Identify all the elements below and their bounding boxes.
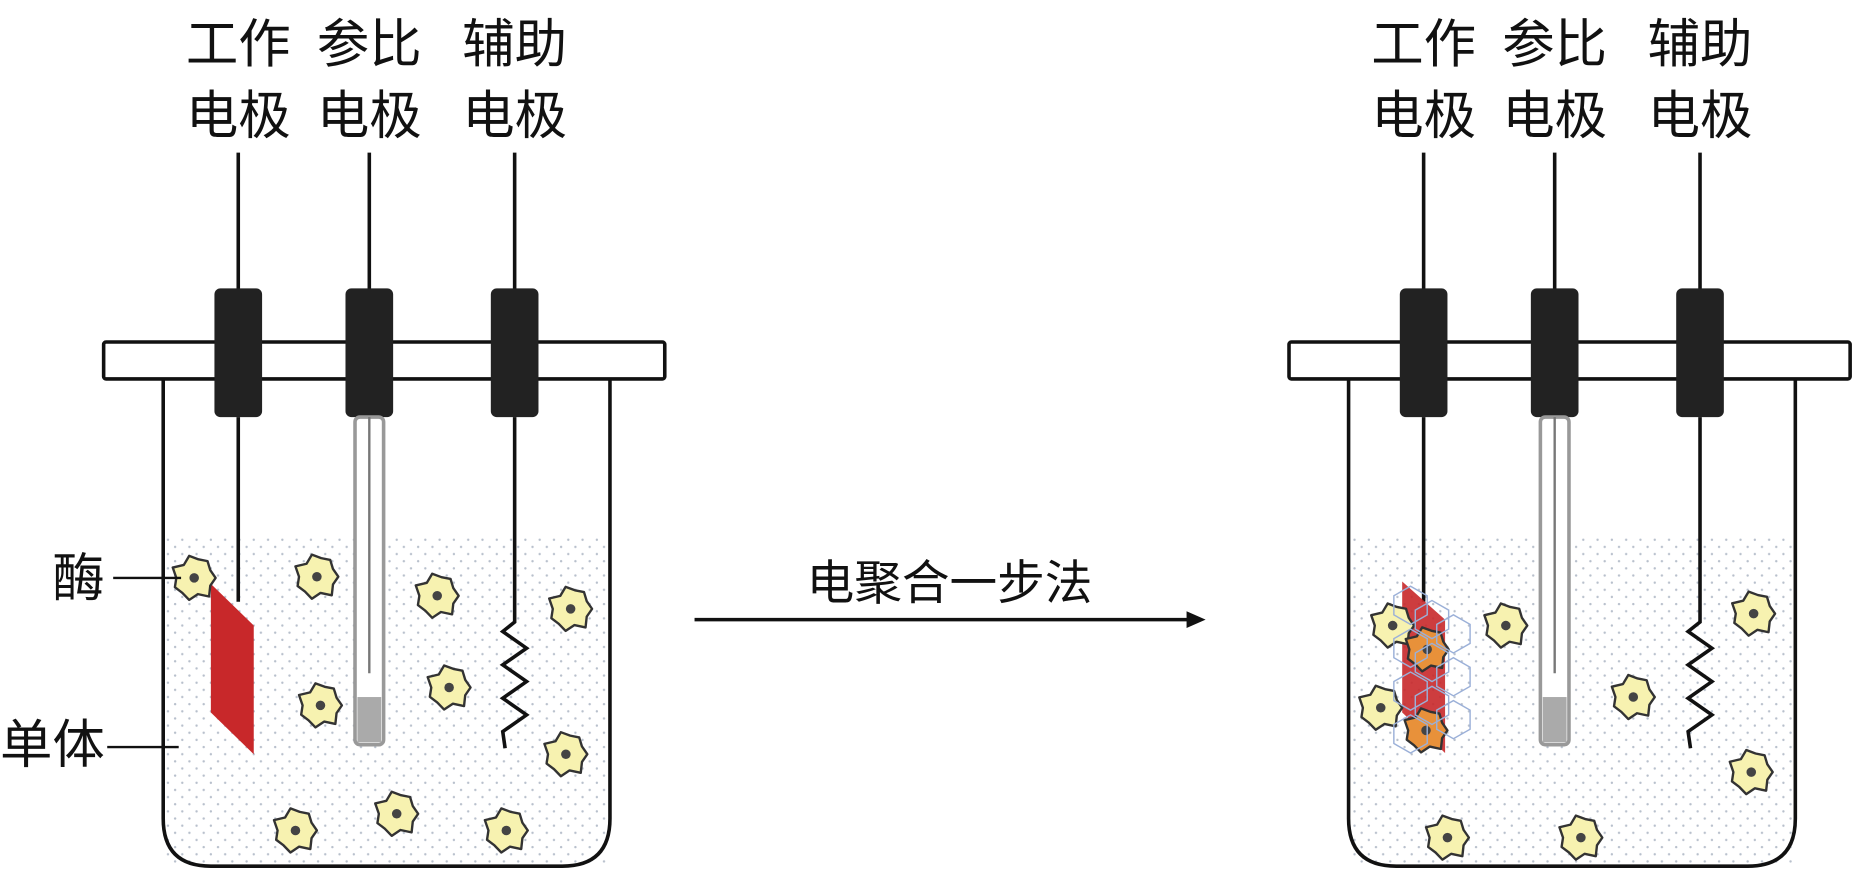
polymer-network <box>1393 585 1471 754</box>
auxiliary-electrode-label: 电极 <box>1648 86 1753 147</box>
enzyme-icon <box>1728 748 1774 796</box>
enzyme-icon <box>414 572 460 620</box>
reference-electrode-connector <box>1530 288 1579 418</box>
auxiliary-spring <box>1684 417 1716 749</box>
auxiliary-electrode-label: 电极 <box>462 86 567 147</box>
arrow-label: 电聚合一步法 <box>807 556 1093 611</box>
working-electrode-connector <box>1399 288 1448 418</box>
beaker <box>1346 378 1798 868</box>
monomer-callout-label: 单体 <box>0 715 105 776</box>
enzyme-icon <box>1558 814 1604 861</box>
process-arrow <box>694 611 1206 628</box>
auxiliary-electrode-label: 辅助 <box>462 14 567 75</box>
reference-electrode-label: 参比 <box>1502 14 1607 75</box>
enzyme-icon <box>1370 602 1416 649</box>
working-electrode-label: 电极 <box>1371 86 1476 147</box>
enzyme-icon <box>1358 684 1404 731</box>
enzyme-icon <box>1483 602 1529 649</box>
auxiliary-spring <box>499 417 530 749</box>
enzyme-icon <box>548 585 594 633</box>
enzyme-icon <box>294 553 340 600</box>
enzyme-icon <box>1730 590 1777 637</box>
working-electrode-label: 电极 <box>186 86 291 147</box>
enzyme-icon <box>426 664 472 711</box>
enzyme-icon <box>543 730 589 778</box>
enzyme-icon <box>171 554 217 602</box>
enzyme-icon <box>1424 814 1471 861</box>
working-electrode-label: 工作 <box>186 14 291 75</box>
working-electrode-connector <box>214 288 263 418</box>
reference-electrode-connector <box>345 288 394 418</box>
enzyme-icon <box>374 790 420 838</box>
working-electrode-plate <box>210 583 254 755</box>
reference-electrode-label: 参比 <box>317 14 422 75</box>
working-electrode-label: 工作 <box>1371 14 1476 75</box>
auxiliary-electrode-label: 辅助 <box>1648 14 1753 75</box>
enzyme-icon <box>1610 673 1656 721</box>
auxiliary-electrode-connector <box>490 288 539 418</box>
reference-electrode-label: 电极 <box>317 86 422 147</box>
beaker <box>161 378 612 868</box>
enzyme-callout-label: 酶 <box>52 548 104 609</box>
auxiliary-electrode-connector <box>1676 288 1724 418</box>
enzyme-icon <box>272 807 319 854</box>
reference-electrode-label: 电极 <box>1502 86 1607 147</box>
enzyme-icon <box>483 807 529 854</box>
enzyme-icon <box>297 682 344 729</box>
